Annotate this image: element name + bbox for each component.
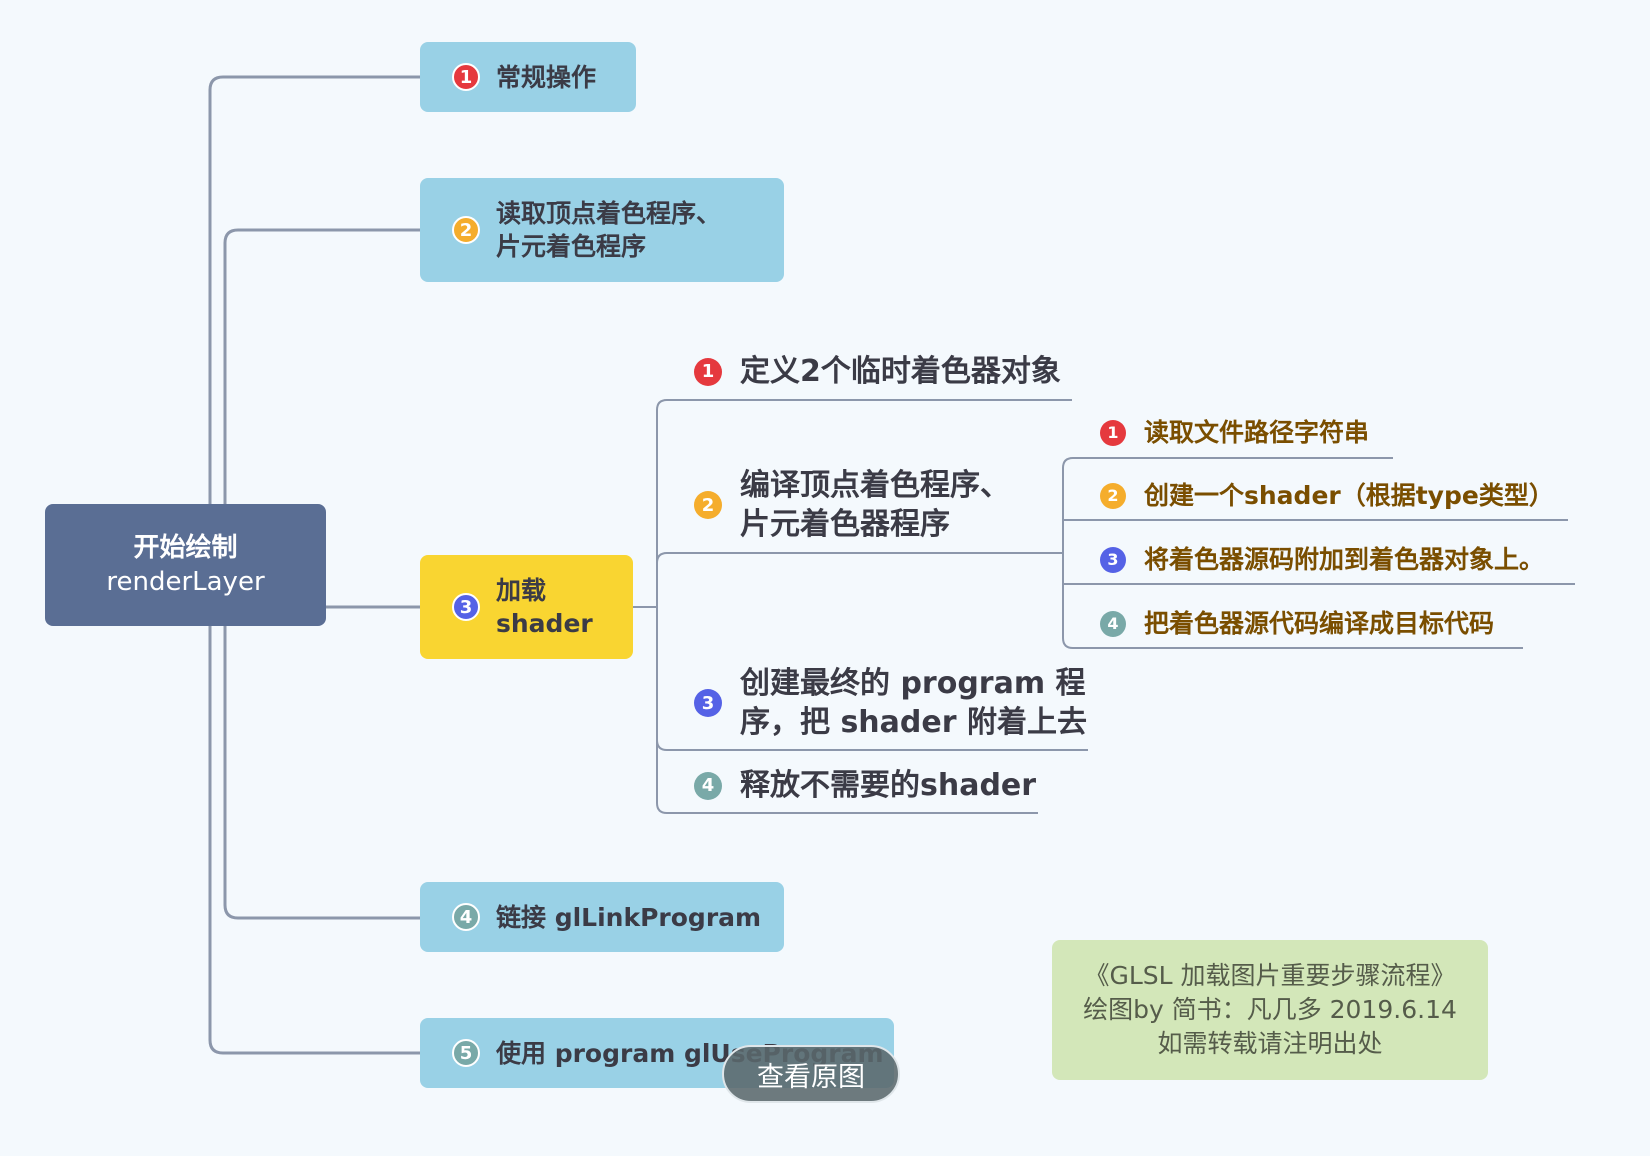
shader-step-2-label: 编译顶点着色程序、 片元着色器程序 xyxy=(740,466,1010,544)
connector-step-3 xyxy=(656,739,1088,751)
connector-step-2 xyxy=(656,552,1037,564)
connector-branch-1 xyxy=(208,75,422,505)
note-title: 《GLSL 加载图片重要步骤流程》 xyxy=(1084,961,1456,990)
number-2-icon: 2 xyxy=(1100,483,1126,509)
connector-step-1 xyxy=(656,399,1072,411)
number-4-icon: 4 xyxy=(694,771,722,800)
compile-step-2-label: 创建一个shader（根据type类型） xyxy=(1144,481,1554,510)
connector-compile-1 xyxy=(1062,457,1393,469)
number-4-icon: 4 xyxy=(452,903,480,931)
shader-step-3[interactable]: 3 创建最终的 program 程 序，把 shader 附着上去 xyxy=(694,664,1087,742)
connector-branch-4 xyxy=(223,625,422,920)
connector-step-4 xyxy=(656,802,1038,814)
shader-step-2-line2: 片元着色器程序 xyxy=(740,507,950,542)
connector-branch-2 xyxy=(223,228,422,505)
branch-label-4: 链接 glLinkProgram xyxy=(496,902,762,932)
number-5-icon: 5 xyxy=(452,1039,480,1067)
number-1-icon: 1 xyxy=(694,357,722,386)
credit-note: 《GLSL 加载图片重要步骤流程》 绘图by 简书：凡几多 2019.6.14 … xyxy=(1052,940,1488,1080)
number-3-icon: 3 xyxy=(1100,547,1126,573)
view-original-button[interactable]: 查看原图 xyxy=(722,1045,900,1103)
root-subtitle: renderLayer xyxy=(106,567,265,597)
connector-branch-5 xyxy=(208,625,422,1055)
compile-step-3-label: 将着色器源码附加到着色器对象上。 xyxy=(1144,545,1545,574)
compile-step-4-label: 把着色器源代码编译成目标代码 xyxy=(1144,609,1495,638)
branch-label-3: 加载 shader xyxy=(496,574,593,640)
compile-step-1[interactable]: 1 读取文件路径字符串 xyxy=(1100,417,1369,449)
number-4-icon: 4 xyxy=(1100,611,1126,637)
number-3-icon: 3 xyxy=(694,689,722,717)
compile-step-3[interactable]: 3 将着色器源码附加到着色器对象上。 xyxy=(1100,544,1544,576)
branch-label-2: 读取顶点着色程序、 片元着色程序 xyxy=(496,197,721,263)
root-node[interactable]: 开始绘制 renderLayer xyxy=(45,504,326,626)
number-2-icon: 2 xyxy=(694,491,722,519)
compile-step-4[interactable]: 4 把着色器源代码编译成目标代码 xyxy=(1100,608,1494,640)
shader-step-1-label: 定义2个临时着色器对象 xyxy=(740,354,1061,389)
shader-step-4-label: 释放不需要的shader xyxy=(740,768,1037,803)
shader-step-2-line1: 编译顶点着色程序、 xyxy=(740,468,1010,503)
shader-step-3-line1: 创建最终的 program 程 xyxy=(740,666,1086,701)
number-1-icon: 1 xyxy=(1100,420,1126,446)
note-author: 绘图by 简书：凡几多 2019.6.14 xyxy=(1083,995,1457,1024)
branch-label-3-line1: 加载 xyxy=(496,576,547,605)
shader-step-3-label: 创建最终的 program 程 序，把 shader 附着上去 xyxy=(740,664,1087,742)
branch-label-2-line2: 片元着色程序 xyxy=(496,232,647,261)
shader-step-1[interactable]: 1 定义2个临时着色器对象 xyxy=(694,352,1061,391)
branch-label-2-line1: 读取顶点着色程序、 xyxy=(496,199,722,228)
root-title: 开始绘制 xyxy=(133,533,238,563)
shader-step-4[interactable]: 4 释放不需要的shader xyxy=(694,766,1036,805)
shader-step-2[interactable]: 2 编译顶点着色程序、 片元着色器程序 xyxy=(694,466,1010,544)
branch-node-1[interactable]: 1 常规操作 xyxy=(420,42,636,112)
compile-step-1-label: 读取文件路径字符串 xyxy=(1144,418,1370,447)
branch-label-1: 常规操作 xyxy=(496,62,597,92)
branch-node-2[interactable]: 2 读取顶点着色程序、 片元着色程序 xyxy=(420,178,784,282)
branch-node-3[interactable]: 3 加载 shader xyxy=(420,555,633,659)
number-3-icon: 3 xyxy=(452,593,480,621)
shader-step-3-line2: 序，把 shader 附着上去 xyxy=(740,705,1087,740)
branch-node-4[interactable]: 4 链接 glLinkProgram xyxy=(420,882,784,952)
note-copyright: 如需转载请注明出处 xyxy=(1157,1029,1383,1058)
number-2-icon: 2 xyxy=(452,216,480,244)
number-1-icon: 1 xyxy=(452,63,480,91)
branch-label-3-line2: shader xyxy=(496,609,593,638)
compile-step-2[interactable]: 2 创建一个shader（根据type类型） xyxy=(1100,480,1554,512)
connector-compile-4 xyxy=(1062,637,1523,649)
